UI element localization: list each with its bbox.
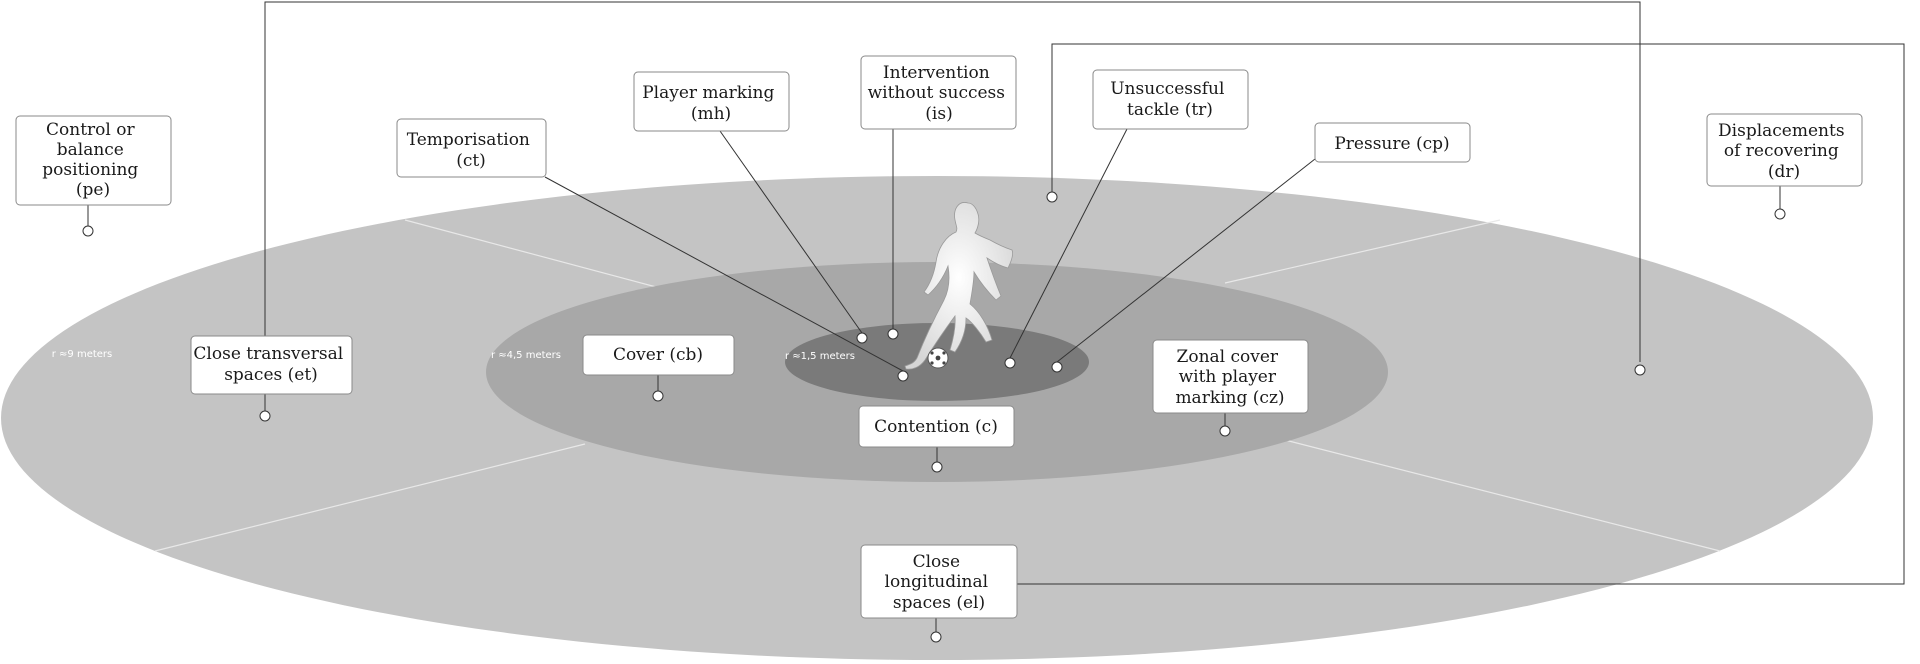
label-displacements-of-recovering: Displacements of recovering (dr) bbox=[1706, 113, 1863, 187]
label-tr-line-2: tackle (tr) bbox=[1127, 100, 1213, 120]
label-et-line-1: Close transversal bbox=[193, 344, 343, 364]
label-unsuccessful-tackle: Unsuccessful tackle (tr) bbox=[1092, 69, 1249, 130]
label-pe-line-1: Control or bbox=[46, 120, 135, 140]
label-et-line-2: spaces (et) bbox=[224, 365, 318, 385]
svg-text:Cover (cb): Cover (cb) bbox=[613, 345, 703, 365]
label-is-line-1: Intervention bbox=[883, 63, 990, 83]
label-cz-line-3: marking (cz) bbox=[1175, 388, 1284, 408]
label-mh-line-1: Player marking bbox=[642, 83, 774, 103]
label-pe-line-4: (pe) bbox=[76, 180, 110, 200]
label-el-line-1: Close bbox=[913, 552, 960, 572]
svg-text:Temporisation (ct): Temporisation (ct) bbox=[407, 130, 536, 171]
label-pe-line-2: balance bbox=[57, 140, 124, 160]
label-c-line-1: Contention (c) bbox=[874, 417, 998, 437]
svg-text:Pressure (cp): Pressure (cp) bbox=[1334, 134, 1449, 154]
label-tr-line-1: Unsuccessful bbox=[1110, 79, 1224, 99]
label-is-line-3: (is) bbox=[925, 104, 952, 124]
label-close-transversal-spaces: Close transversal spaces (et) bbox=[190, 335, 353, 395]
label-temporisation: Temporisation (ct) bbox=[396, 118, 547, 178]
svg-text:Displacements of recover: Displacements of recovering (dr) bbox=[1718, 121, 1850, 182]
inner-radius-label: r ≈1,5 meters bbox=[785, 351, 855, 362]
label-pressure: Pressure (cp) bbox=[1314, 122, 1471, 163]
label-dr-line-2: of recovering bbox=[1724, 141, 1839, 161]
label-control-balance-positioning: Control or balance positioning (pe) bbox=[15, 115, 172, 206]
label-cz-line-1: Zonal cover bbox=[1177, 347, 1279, 367]
soccer-ball-icon bbox=[927, 347, 949, 369]
label-player-marking: Player marking (mh) bbox=[633, 71, 790, 132]
outer-radius-label: r ≈9 meters bbox=[52, 349, 113, 360]
label-close-longitudinal-spaces: Close longitudinal spaces (el) bbox=[860, 544, 1018, 619]
label-pe-line-3: positioning bbox=[42, 160, 138, 180]
middle-radius-label: r ≈4,5 meters bbox=[491, 350, 561, 361]
label-cp-line-1: Pressure (cp) bbox=[1334, 134, 1449, 154]
label-cz-line-2: with player bbox=[1179, 367, 1277, 387]
svg-text:Control or balance: Control or balance positioning (pe) bbox=[42, 120, 143, 200]
connector-lines bbox=[87, 1, 1905, 632]
label-ct-line-1: Temporisation bbox=[407, 130, 530, 150]
label-cover: Cover (cb) bbox=[582, 334, 735, 376]
label-intervention-without-success: Intervention without success (is) bbox=[860, 55, 1017, 130]
svg-text:Close longitudinal: Close longitudinal spaces (el) bbox=[885, 552, 994, 613]
label-mh-line-2: (mh) bbox=[691, 104, 731, 124]
label-el-line-3: spaces (el) bbox=[893, 593, 985, 613]
soccer-player-silhouette-icon bbox=[904, 202, 1014, 370]
label-dr-line-3: (dr) bbox=[1768, 162, 1800, 182]
svg-text:Zonal cover with player: Zonal cover with player marking (cz) bbox=[1175, 347, 1284, 408]
label-ct-line-2: (ct) bbox=[456, 151, 486, 171]
outer-zone-dividers bbox=[154, 219, 1721, 552]
label-is-line-2: without success bbox=[868, 83, 1005, 103]
svg-text:Player marking (mh): Player marking (mh) bbox=[642, 83, 780, 124]
svg-text:Contention (c): Contention (c) bbox=[874, 417, 998, 437]
svg-text:Close transversal spaces: Close transversal spaces (et) bbox=[193, 344, 348, 385]
label-dr-line-1: Displacements bbox=[1718, 121, 1845, 141]
svg-text:Unsuccessful tackle (tr): Unsuccessful tackle (tr) bbox=[1110, 79, 1230, 120]
label-zonal-cover-with-player-marking: Zonal cover with player marking (cz) bbox=[1152, 339, 1309, 414]
svg-text:Intervention without suc: Intervention without success (is) bbox=[868, 63, 1011, 124]
label-el-line-2: longitudinal bbox=[885, 572, 989, 592]
label-contention: Contention (c) bbox=[858, 405, 1015, 448]
label-cb-line-1: Cover (cb) bbox=[613, 345, 703, 365]
anchor-markers bbox=[82, 191, 1786, 643]
